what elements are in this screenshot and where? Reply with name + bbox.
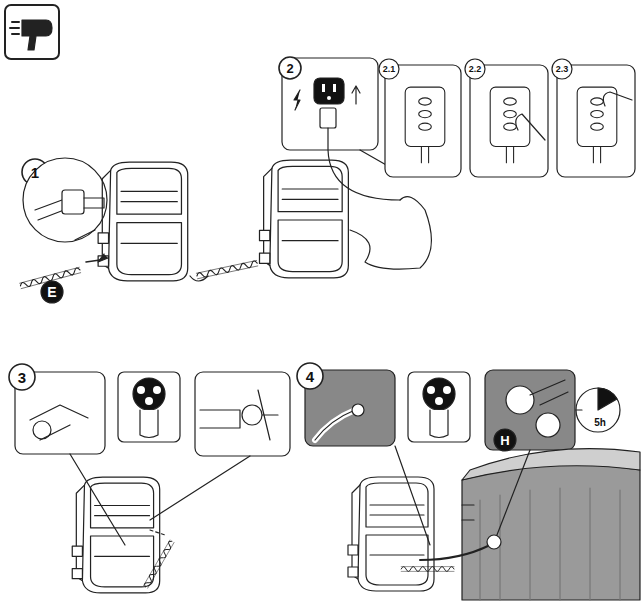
callout-number: H [500,434,509,447]
callout-number: 2 [286,62,293,75]
callout-number: 3 [18,370,26,385]
callout-number: 1 [31,165,39,180]
callout-number: 4 [306,369,314,384]
callout-number: 2.2 [469,65,482,74]
callout-number: E [47,285,56,299]
callout-number: 5h [594,418,606,428]
callout-number: 2.1 [383,65,396,74]
callout-number: 2.3 [556,65,569,74]
